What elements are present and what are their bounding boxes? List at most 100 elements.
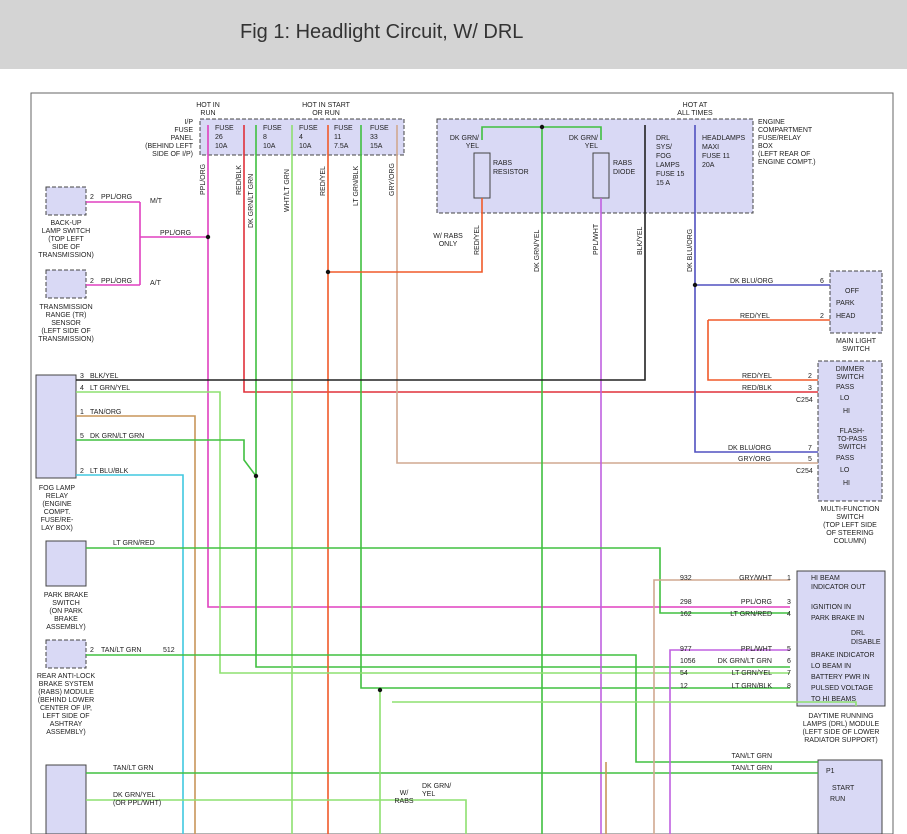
backup-switch-label: LAMP SWITCH [42, 228, 91, 235]
drl-pin: 3 [787, 599, 791, 606]
drl-circuit-12: 12 [680, 683, 688, 690]
hot-at-all-times-label: ALL TIMES [677, 110, 713, 117]
fuse-4-label: 4 [299, 134, 303, 141]
wire-label-blk-yel-h: BLK/YEL [90, 373, 119, 380]
fog-relay-label: COMPT. [44, 509, 71, 516]
wire-label-tan-org: TAN/ORG [90, 409, 121, 416]
wire-lt-grn-yel-drl [392, 701, 857, 706]
fog-pin-2: 2 [80, 468, 84, 475]
wire-dk-grn-yel-a [481, 126, 543, 834]
backup-switch-label: TRANSMISSION) [38, 252, 94, 259]
headlamps-fuse-label: 20A [702, 162, 715, 169]
drl-pin-labels-a: INDICATOR OUT [811, 584, 866, 591]
tr-sensor [45, 269, 87, 299]
hot-in-start-label: OR RUN [312, 110, 340, 117]
wire-label-dk-grn-yel-or: (OR PPL/WHT) [113, 800, 161, 807]
rabs-module-label: CENTER OF I/P, [40, 705, 92, 712]
rabs-diode-label: RABS [613, 160, 632, 167]
drl-pin-labels-a: HI BEAM [811, 575, 840, 582]
diagram-frame [30, 92, 894, 834]
wire-label-red-yel: RED/YEL [320, 166, 327, 196]
bottom-left-component [45, 764, 87, 834]
circuit-512: 512 [163, 647, 175, 654]
c254-top: C254 [796, 397, 813, 404]
flash-to-pass-label: SWITCH [838, 444, 866, 451]
fuse-33-label: 33 [370, 134, 378, 141]
wire-label-tan-lt-grn-p1a: TAN/LT GRN [732, 753, 772, 760]
headlamps-fuse-label: FUSE 11 [702, 153, 730, 160]
figure-header: Fig 1: Headlight Circuit, W/ DRL [0, 0, 907, 69]
main-light-switch [829, 270, 883, 334]
drl-wire-label: LT GRN/YEL [732, 670, 772, 677]
fog-pin-5: 5 [80, 433, 84, 440]
tr-sensor-label: TRANSMISSION) [38, 336, 94, 343]
wire-label-red-yel-rabs: RED/YEL [474, 225, 481, 255]
wire-dk-grn-lt-grn [255, 125, 790, 668]
drl-module-caption: DAYTIME RUNNING [808, 713, 873, 720]
wire-lt-blu-blk [76, 474, 184, 834]
dimmer-switch-label: DIMMER [836, 366, 864, 373]
fuse-11-label: FUSE [334, 125, 353, 132]
multi-function-switch [817, 360, 883, 502]
fog-relay-label: FUSE/RE- [41, 517, 74, 524]
wire-dk-blu-org [694, 125, 818, 453]
wire-tan-lt-grn-rabs [86, 654, 818, 763]
rabs-module-label: REAR ANTI-LOCK [37, 673, 96, 680]
backup-switch-label: SIDE OF [52, 244, 80, 251]
wire-dk-grn-yel-b [542, 126, 602, 140]
w-rabs-only-label: W/ RABS [433, 233, 463, 240]
drl-fuse-label: LAMPS [656, 162, 680, 169]
multi-function-label: OF STEERING [826, 530, 873, 537]
wire-red-yel-dimmer [707, 320, 818, 381]
mf-pin-3: 3 [808, 385, 812, 392]
mf-pin-5: 5 [808, 456, 812, 463]
dk-grn-yel-label-a: YEL [466, 143, 479, 150]
dimmer-switch-label: SWITCH [836, 374, 864, 381]
ip-fuse-panel-label: (BEHIND LEFT [145, 143, 194, 150]
drl-wire-label: LT GRN/BLK [732, 683, 773, 690]
drl-circuit-54: 54 [680, 670, 688, 677]
ign-run: RUN [830, 796, 845, 803]
drl-wire-label: DK GRN/LT GRN [718, 658, 772, 665]
hot-in-run-label: RUN [200, 110, 215, 117]
dimmer-hi: HI [843, 408, 850, 415]
w-rabs-label: W/ [400, 790, 409, 797]
backup-lamp-switch [45, 186, 87, 216]
hot-at-all-times-label: HOT AT [683, 102, 708, 109]
fuse-33-label: 15A [370, 143, 383, 150]
fuse-11-label: 11 [334, 134, 341, 141]
park-brake-label: SWITCH [52, 600, 80, 607]
engine-box-label: ENGINE COMPT.) [758, 159, 816, 166]
ignition-switch [817, 759, 883, 834]
splice-dot [325, 269, 331, 275]
pin-2-tr: 2 [90, 278, 94, 285]
multi-function-label: COLUMN) [834, 538, 867, 545]
flash-pass: PASS [836, 455, 854, 462]
drl-pin: 4 [787, 611, 791, 618]
splice-dot [253, 473, 259, 479]
splice-dot [692, 282, 698, 288]
rabs-module-label: LEFT SIDE OF [43, 713, 90, 720]
wire-label-red-blk: RED/BLK [236, 165, 243, 195]
fuse-4-label: 10A [299, 143, 312, 150]
drl-pin: 7 [787, 670, 791, 677]
wire-lt-grn-yel [76, 391, 790, 674]
tr-sensor-label: SENSOR [51, 320, 81, 327]
wire-blk-yel [76, 125, 646, 381]
drl-wire-label: GRY/WHT [739, 575, 773, 582]
wire-label-blk-yel: BLK/YEL [637, 226, 644, 255]
drl-pin-labels-c: BRAKE INDICATOR [811, 652, 875, 659]
wire-label-red-yel-main: RED/YEL [740, 313, 770, 320]
mt-label: M/T [150, 198, 163, 205]
ip-fuse-panel-label: FUSE [174, 127, 193, 134]
flash-lo: LO [840, 467, 850, 474]
main-light-switch-label: MAIN LIGHT [836, 338, 877, 345]
main-pin-2: 2 [820, 313, 824, 320]
hot-in-run-label: HOT IN [196, 102, 220, 109]
wire-label-backup: PPL/ORG [101, 194, 132, 201]
wire-label-lt-grn-yel-h: LT GRN/YEL [90, 385, 130, 392]
wire-label-dk-blu-org: DK BLU/ORG [687, 229, 694, 272]
fuse-26-label: 26 [215, 134, 223, 141]
